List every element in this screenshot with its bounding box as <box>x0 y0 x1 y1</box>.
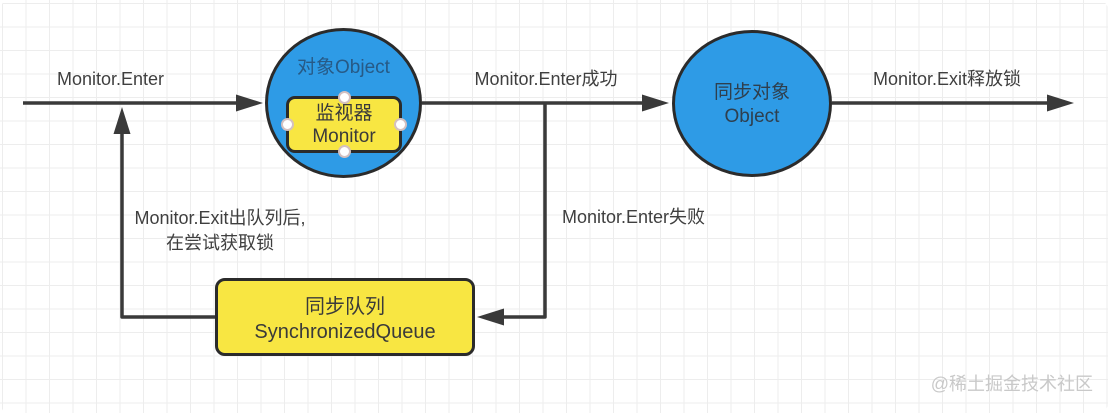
label-monitor-enter: Monitor.Enter <box>57 69 165 89</box>
connection-handle-icon <box>337 145 351 158</box>
connection-handle-icon <box>337 91 351 104</box>
arrowhead-right-icon <box>236 94 263 112</box>
object-circle-title: 对象Object <box>297 57 390 78</box>
sync-object-circle-text: 同步对象 Object <box>675 81 829 129</box>
connection-handle-icon <box>394 118 407 131</box>
arrowhead-right-icon <box>1047 94 1074 112</box>
sync-object-line1: 同步对象 <box>713 82 790 103</box>
arrow-retry-lock <box>120 132 215 319</box>
label-monitor-enter-fail: Monitor.Enter失败 <box>562 207 706 227</box>
arrow-enter-fail <box>502 103 547 319</box>
watermark: @稀土掘金技术社区 <box>930 374 1093 394</box>
connection-handle-icon <box>281 118 294 131</box>
arrowhead-left-icon <box>477 308 504 326</box>
label-exit-dequeue-line1: Monitor.Exit出队列后, <box>134 208 306 228</box>
arrowhead-right-icon <box>642 94 669 112</box>
sync-object-line2: Object <box>724 106 780 127</box>
node-monitor-box: 监视器 Monitor <box>281 91 407 158</box>
label-exit-dequeue-retry: Monitor.Exit出队列后, 在尝试获取锁 <box>124 206 316 256</box>
sync-queue-line1: 同步队列 <box>305 296 385 318</box>
node-sync-queue-box: 同步队列 SynchronizedQueue <box>215 278 475 356</box>
label-monitor-enter-success: Monitor.Enter成功 <box>474 69 618 89</box>
node-sync-object-circle: 同步对象 Object <box>672 30 832 177</box>
label-monitor-exit-release: Monitor.Exit释放锁 <box>872 69 1022 89</box>
monitor-box-line1: 监视器 <box>315 102 373 124</box>
monitor-box-line2: Monitor <box>312 125 376 147</box>
sync-queue-line2: SynchronizedQueue <box>254 321 436 343</box>
arrowhead-up-icon <box>113 107 131 134</box>
label-exit-dequeue-line2: 在尝试获取锁 <box>166 233 274 253</box>
